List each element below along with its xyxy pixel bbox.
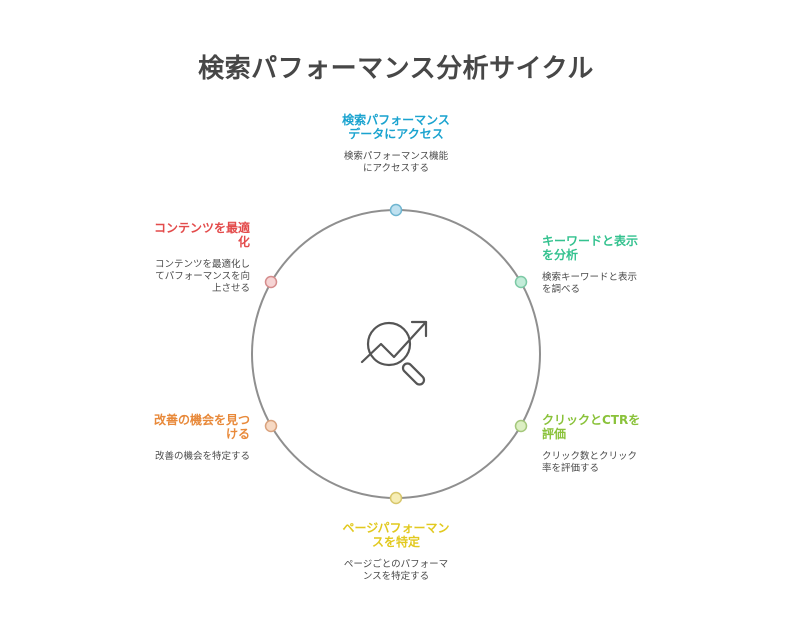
trend-arrowhead [410,320,428,338]
step-node-2 [514,275,528,289]
step-description: 検索パフォーマンス機能にアクセスする [343,151,449,174]
step-description: クリック数とクリック率を評価する [542,451,638,474]
step-node-5 [264,419,278,433]
diagram-title: 検索パフォーマンス分析サイクル [198,54,594,84]
step-block-6: コンテンツを最適化 コンテンツを最適化してパフォーマンスを向上させる [146,221,250,295]
step-description: コンテンツを最適化してパフォーマンスを向上させる [154,259,250,294]
step-heading: クリックとCTRを評価 [542,413,641,441]
step-node-1 [389,203,403,217]
magnifier-lens [366,321,412,367]
step-block-5: 改善の機会を見つける 改善の機会を特定する [146,413,250,463]
magnifier-handle [401,362,426,386]
step-block-2: キーワードと表示を分析 検索キーワードと表示を調べる [542,234,646,296]
trend-line [360,320,428,364]
step-heading: 検索パフォーマンスデータにアクセス [342,113,450,141]
step-block-3: クリックとCTRを評価 クリック数とクリック率を評価する [542,413,646,475]
step-heading: 改善の機会を見つける [153,413,250,441]
step-block-1: 検索パフォーマンスデータにアクセス 検索パフォーマンス機能にアクセスする [342,113,450,175]
step-block-4: ページパフォーマンスを特定 ページごとのパフォーマンスを特定する [342,521,450,583]
step-description: ページごとのパフォーマンスを特定する [343,559,449,582]
step-heading: キーワードと表示を分析 [542,234,639,262]
step-description: 検索キーワードと表示を調べる [542,272,638,295]
step-node-6 [264,275,278,289]
search-analytics-icon [360,320,428,386]
step-node-4 [389,491,403,505]
step-node-3 [514,419,528,433]
step-description: 改善の機会を特定する [154,451,250,462]
step-heading: ページパフォーマンスを特定 [342,521,450,549]
step-heading: コンテンツを最適化 [153,221,250,249]
